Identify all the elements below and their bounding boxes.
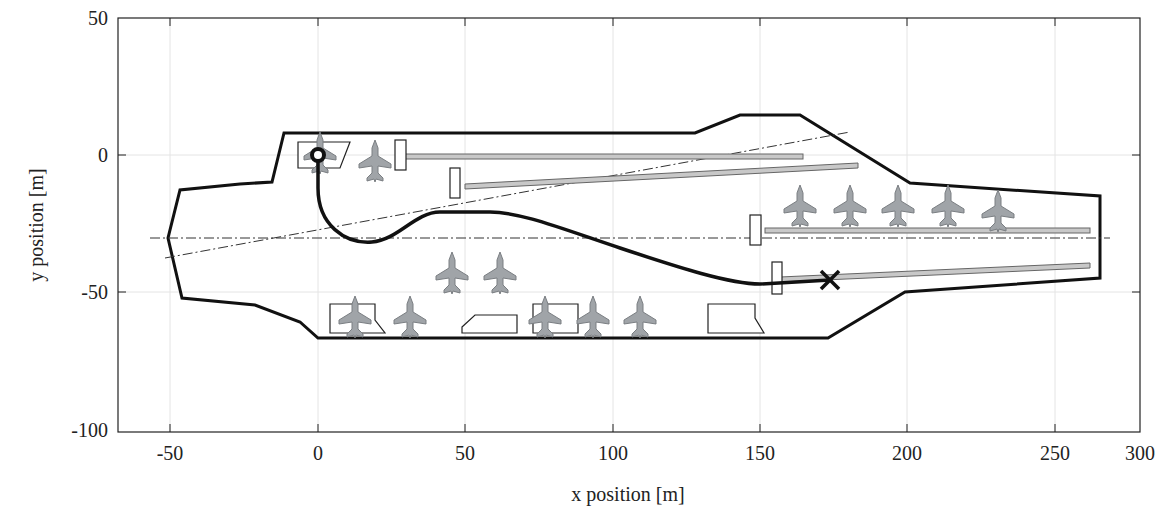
aircraft (304, 132, 1014, 338)
deck-outline (168, 115, 1100, 338)
taxi-path (318, 155, 830, 284)
x-tick-label: 150 (745, 443, 775, 463)
y-tick-label: -50 (81, 282, 108, 302)
y-tick-label: 50 (88, 8, 108, 28)
deck-equipment (298, 142, 764, 333)
y-tick-label: 0 (98, 145, 108, 165)
ticks (118, 18, 1140, 432)
axes-frame (118, 18, 1140, 432)
axis-title: y position [m] (26, 168, 46, 281)
goal-marker (821, 271, 839, 289)
x-tick-label: -50 (157, 443, 184, 463)
angled-deck-line (165, 132, 850, 258)
grid (118, 18, 1140, 432)
axis-title: x position [m] (571, 484, 684, 504)
x-tick-label: 100 (598, 443, 628, 463)
center-line (150, 238, 1110, 239)
x-tick-label: 0 (313, 443, 323, 463)
blast-deflectors (395, 140, 782, 294)
x-tick-label: 50 (455, 443, 475, 463)
x-tick-label: 200 (892, 443, 922, 463)
y-tick-label: -100 (71, 420, 108, 440)
start-marker (312, 149, 324, 161)
x-tick-label: 250 (1040, 443, 1070, 463)
x-tick-label: 300 (1125, 443, 1155, 463)
